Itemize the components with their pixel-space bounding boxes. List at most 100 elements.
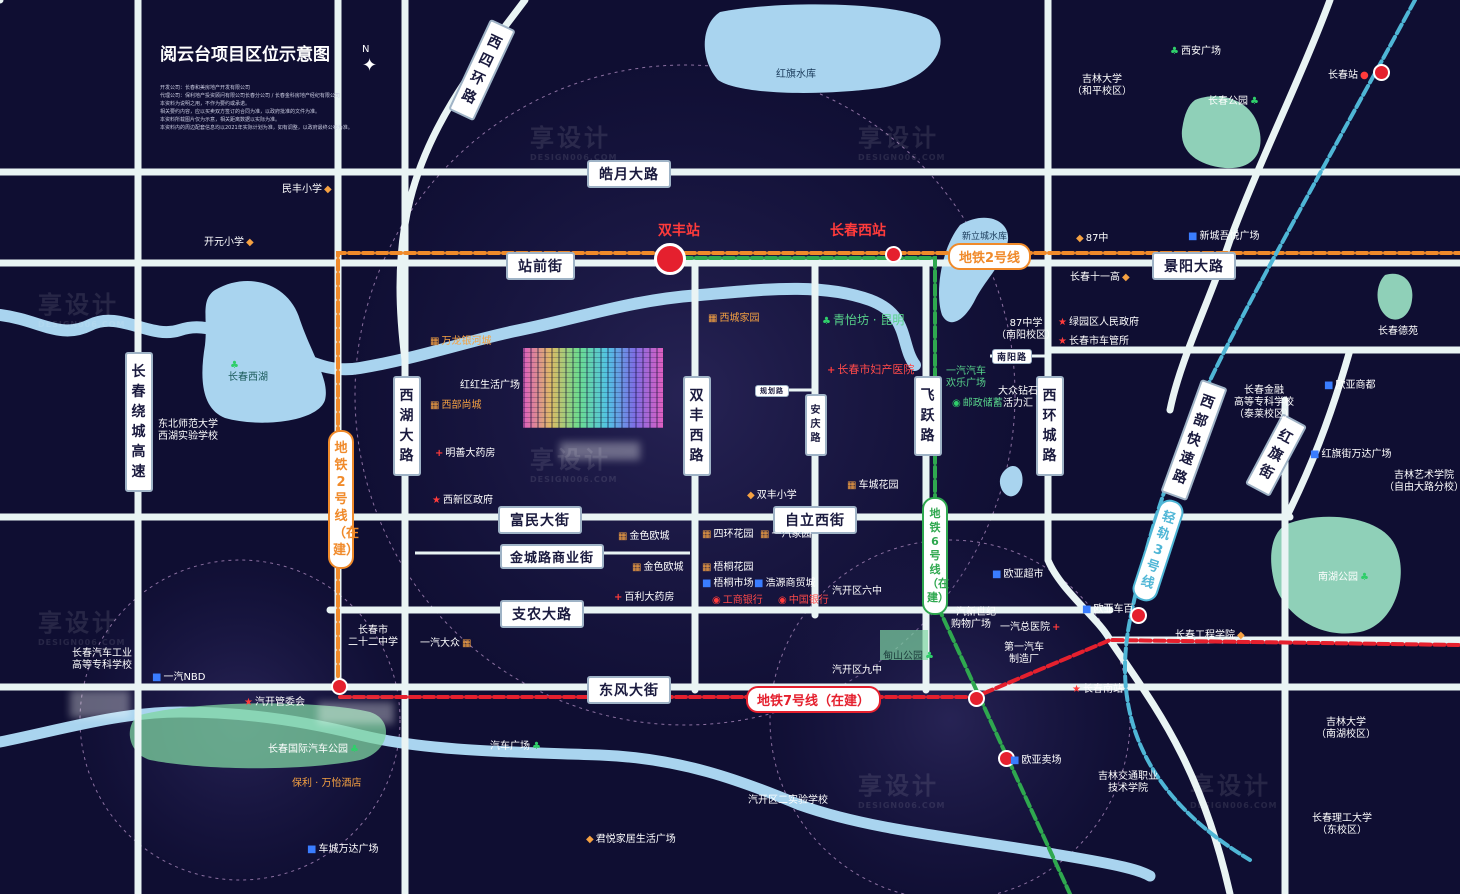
poi-qikaiqu9: 汽开区九中: [832, 665, 882, 676]
cart-icon: ■: [1010, 755, 1020, 766]
poi-qikaiqu2: 汽开区二实验学校: [748, 795, 828, 806]
building-icon: ▦: [462, 638, 472, 649]
poi-yiqi-nbd: ■一汽NBD: [152, 672, 206, 683]
poi-ouya-shangdu: ■欧亚商都: [1324, 380, 1376, 391]
poi-yiqi-xinshiji: 一汽新世纪 购物广场: [946, 607, 996, 630]
poi-changchun-11: 长春十一高◆: [1070, 272, 1130, 283]
metro-station-icon: [1373, 64, 1390, 81]
poi-xibu-shangcheng: ▦西部尚城: [430, 400, 482, 411]
road-label-xihu: 西湖大路: [393, 376, 421, 476]
cart-icon: ■: [1324, 380, 1334, 391]
school-icon: ◆: [1237, 630, 1245, 641]
road-label-zilixi: 自立西街: [773, 506, 857, 534]
poi-dianshan-park: 甸山公园♣: [883, 651, 934, 662]
school-icon: ◆: [747, 490, 755, 501]
metro-station-icon: [331, 678, 348, 695]
poi-qikai-gov: ★汽开管委会: [244, 697, 305, 708]
map-description: 开发公司：长春和美房地产开发有限公司 代理公司：保利地产投资顾问有限公司长春分公…: [160, 85, 353, 131]
poi-auto-college: 长春汽车工业 高等专科学校: [72, 648, 132, 671]
metro-station-icon: [998, 750, 1015, 767]
poi-boc: ◉中国银行: [778, 595, 829, 606]
poi-jinse-ou: ▦金色欧城: [618, 531, 670, 542]
building-icon: ▦: [702, 529, 712, 540]
metro-station-icon: [968, 690, 985, 707]
metro6-build-label: 地铁6号线（在建）: [922, 497, 949, 615]
poi-jinse-ou2: ▦金色欧城: [632, 562, 684, 573]
bank-icon: ◉: [778, 595, 787, 606]
school-icon: ◆: [1122, 272, 1130, 283]
star-icon: ★: [1072, 684, 1081, 695]
building-icon: ▦: [618, 531, 628, 542]
poi-nanhu-park: 南湖公园♣: [1318, 572, 1369, 583]
park-auto: [129, 703, 387, 769]
road-label-feiyue: 飞跃路: [914, 376, 942, 456]
school-icon: ◆: [1076, 233, 1084, 244]
poi-jilin-uni-nanhu: 吉林大学 （南湖校区）: [1316, 717, 1376, 740]
road-label-xihuan: 西环城路: [1036, 376, 1064, 476]
cart-icon: ■: [1082, 604, 1092, 615]
road-label-zhanqian: 站前街: [506, 252, 575, 280]
road-label-haoyue: 皓月大路: [587, 160, 671, 188]
poi-baili-pharmacy: +百利大药房: [614, 592, 675, 603]
road-label-raocheng: 长春绕城高速: [125, 352, 153, 492]
poi-chegongsuo: ★长春市车管所: [1058, 336, 1129, 347]
metro-station-icon: [1130, 607, 1147, 624]
poi-jilin-art: 吉林艺术学院 （自由大路分校）: [1384, 470, 1460, 493]
poi-changchun-xihu: ♣长春西湖: [228, 360, 268, 383]
poi-minfeng-school: 民丰小学◆: [282, 184, 332, 195]
poi-lvyuan-gov: ★绿园区人民政府: [1058, 317, 1139, 328]
poi-87: ◆87中: [1076, 233, 1109, 244]
poi-wanlong: ▦万龙银河城: [430, 336, 492, 347]
road-label-guihua: 规划路: [755, 385, 789, 397]
poi-kaiyuan-school: 开元小学◆: [204, 237, 254, 248]
poi-gongcheng-college: 长春工程学院◆: [1175, 630, 1245, 641]
station-changchunxi: 长春西站: [830, 223, 886, 239]
hospital-icon: +: [435, 448, 444, 459]
poi-shuangfeng-primary: ◆双丰小学: [747, 490, 797, 501]
hospital-icon: +: [614, 592, 623, 603]
poi-dazhong-zuanshi: 大众钻石 活力汇: [998, 386, 1038, 409]
poi-qiche-square: 汽车广场♣: [490, 741, 541, 752]
poi-chechenghuayuan: ▦车城花园: [847, 480, 899, 491]
poi-xincheng-plaza: ■新城吾悦广场: [1188, 231, 1260, 242]
poi-haoyuan-market: ■浩源商贸城: [754, 578, 816, 589]
poi-wutong-market: ■梧桐市场: [702, 578, 754, 589]
poi-dongbei-normal: 东北师范大学 西湖实验学校: [158, 419, 218, 442]
blurred-area: [560, 442, 640, 460]
poi-changchun-deyuan: 长春德苑: [1378, 326, 1418, 337]
school-icon: ◆: [246, 237, 254, 248]
station-changchunnan: ★长春南站: [1072, 684, 1123, 695]
school-icon: ◆: [586, 834, 594, 845]
project-building: [523, 348, 663, 428]
poi-ouya-chebai: ■欧亚车百: [1082, 604, 1134, 615]
poi-yiqi-home: ▦一汽家园: [760, 529, 812, 540]
road-label-dongfeng: 东风大街: [587, 676, 671, 704]
building-icon: ▦: [760, 529, 770, 540]
poi-mingshan: +明善大药房: [435, 448, 496, 459]
cart-icon: ■: [992, 569, 1002, 580]
tree-icon: ♣: [1170, 46, 1179, 57]
shuangfeng-station-icon: [654, 243, 686, 275]
poi-checheng-wanda: ■车城万达广场: [307, 844, 379, 855]
poi-qikaiqu6: 汽开区六中: [832, 586, 882, 597]
road-hongqi-diag: [1281, 346, 1354, 524]
building-icon: ▦: [430, 400, 440, 411]
poi-hongqi-wanda: ■红旗街万达广场: [1310, 449, 1392, 460]
road-label-nanyang: 南阳路: [992, 349, 1033, 364]
tree-icon: ♣: [822, 316, 831, 327]
tree-icon: ♣: [532, 741, 541, 752]
tree-icon: ♣: [1360, 572, 1369, 583]
poi-icbc: ◉工商银行: [712, 595, 763, 606]
cart-icon: ■: [152, 672, 162, 683]
star-icon: ★: [244, 697, 253, 708]
lake-hongqi: [704, 4, 941, 93]
tree-icon: ♣: [350, 744, 359, 755]
poi-yiqi-hospital: 一汽总医院+: [1000, 622, 1061, 633]
